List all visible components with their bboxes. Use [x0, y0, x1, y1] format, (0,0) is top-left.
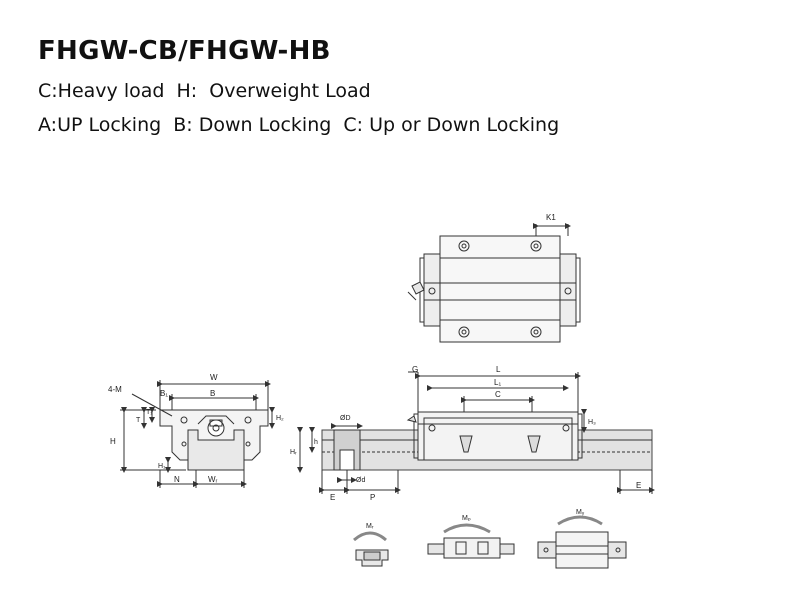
side-view [297, 371, 655, 494]
dim-4m: 4-M [108, 385, 122, 394]
dim-hr: Hᵣ [290, 449, 297, 456]
moment-my-label: Mᵧ [576, 509, 585, 516]
load-type-legend: C:Heavy load H: Overweight Load [38, 80, 371, 102]
dim-e-right: E [636, 481, 641, 490]
dim-wr: Wᵣ [208, 475, 218, 484]
dim-t1: T₁ [146, 409, 153, 416]
end-view [120, 380, 275, 488]
dim-e: E [330, 493, 335, 502]
dim-l1: L₁ [494, 378, 501, 387]
top-view [407, 223, 581, 343]
dim-n: N [174, 475, 180, 484]
moment-my-diagram [537, 515, 627, 569]
dim-h2: H₂ [276, 415, 284, 422]
dim-l: L [496, 365, 501, 374]
moment-mp-label: Mₚ [462, 515, 471, 522]
dim-b1: B₁ [160, 389, 168, 398]
dim-od-small: Ød [356, 477, 365, 484]
locking-type-legend: A:UP Locking B: Down Locking C: Up or Do… [38, 114, 560, 136]
dim-k1: K1 [546, 213, 556, 222]
dim-h1: H₁ [158, 463, 166, 470]
page-title: FHGW-CB/FHGW-HB [38, 36, 331, 66]
dim-p: P [370, 493, 375, 502]
dim-c: C [495, 390, 501, 399]
moment-mr-diagram [353, 531, 389, 567]
dim-h: H [110, 437, 116, 446]
dim-od: ØD [340, 415, 351, 422]
dim-t: T [136, 417, 141, 424]
moment-mr-label: Mᵣ [366, 523, 374, 530]
dim-b: B [210, 389, 215, 398]
dim-h3: H₃ [588, 419, 596, 426]
dim-h-small: h [314, 439, 318, 446]
dim-w: W [210, 373, 218, 382]
dim-g: G [412, 365, 418, 374]
moment-mp-diagram [427, 523, 515, 559]
